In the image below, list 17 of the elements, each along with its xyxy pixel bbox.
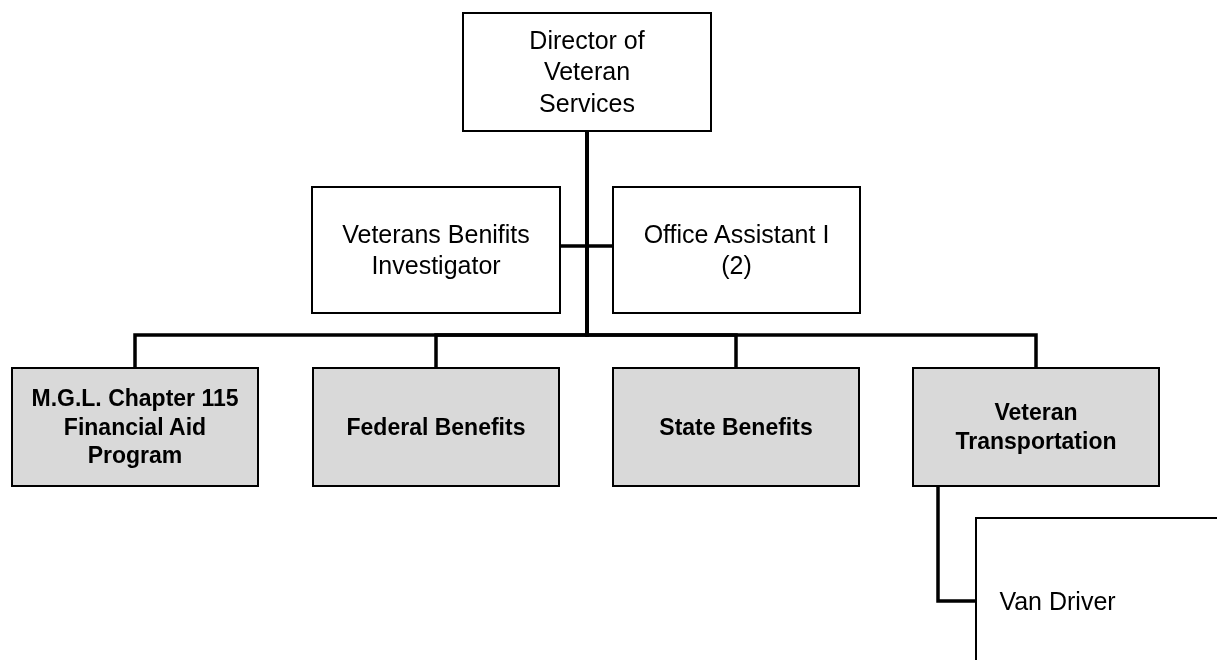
position-title: Office Assistant I (2) <box>642 218 831 281</box>
position-box <box>975 517 1217 660</box>
department-box <box>612 367 860 487</box>
position-title: Director of Veteran Services <box>528 25 646 119</box>
position-title: Van Driver <box>999 586 1116 618</box>
department-title: Federal Benefits <box>346 412 526 442</box>
position-box <box>311 186 561 314</box>
department-title: State Benefits <box>659 412 813 442</box>
connector-line <box>936 487 975 603</box>
position-box <box>612 186 861 314</box>
department-box <box>912 367 1160 487</box>
department-box <box>11 367 259 487</box>
department-title: Veteran Transportation <box>954 398 1118 456</box>
department-box <box>312 367 560 487</box>
position-box <box>462 12 712 132</box>
department-title: M.G.L. Chapter 115 Financial Aid Program <box>30 383 240 471</box>
position-title: Veterans Benifits Investigator <box>341 218 531 281</box>
